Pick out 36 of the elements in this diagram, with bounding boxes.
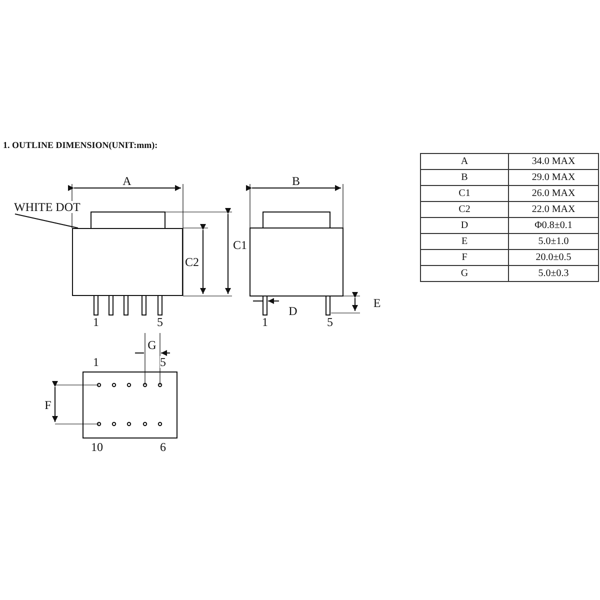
table-cell: C1	[420, 186, 508, 202]
dimension-label: C2	[185, 256, 199, 268]
dimension-label: A	[122, 175, 132, 187]
pin-number: 1	[93, 316, 99, 328]
table-cell: C2	[420, 202, 508, 218]
pin-number: 5	[157, 316, 163, 328]
pin-number: 5	[160, 356, 166, 368]
table-cell: G	[420, 266, 508, 282]
callout-text: WHITE DOT	[14, 201, 80, 213]
dimension-label: F	[44, 399, 52, 411]
dimension-label: B	[292, 175, 300, 187]
pin-number: 10	[91, 441, 103, 453]
dimension-label: C1	[233, 239, 247, 251]
leader-line	[14, 214, 78, 228]
table-cell: F	[420, 250, 508, 266]
table-cell: D	[420, 218, 508, 234]
section-heading: 1. OUTLINE DIMENSION(UNIT:mm):	[3, 139, 158, 151]
dimension-label: D	[288, 305, 298, 317]
table-cell: 34.0 MAX	[508, 154, 598, 170]
table-cell: 20.0±0.5	[508, 250, 598, 266]
table-cell: 26.0 MAX	[508, 186, 598, 202]
transformer-body	[72, 228, 183, 296]
table-cell: E	[420, 234, 508, 250]
table-cell: 5.0±1.0	[508, 234, 598, 250]
pin-number: 6	[160, 441, 166, 453]
table-cell: A	[420, 154, 508, 170]
pin-number: 1	[93, 356, 99, 368]
table-cell: 29.0 MAX	[508, 170, 598, 186]
dimension-label: E	[373, 297, 381, 309]
table-cell: 5.0±0.3	[508, 266, 598, 282]
pin-number: 1	[262, 316, 268, 328]
pin-number: 5	[327, 316, 333, 328]
table-cell: B	[420, 170, 508, 186]
dimension-label: G	[148, 339, 156, 351]
table-cell: 22.0 MAX	[508, 202, 598, 218]
table-cell: Φ0.8±0.1	[508, 218, 598, 234]
